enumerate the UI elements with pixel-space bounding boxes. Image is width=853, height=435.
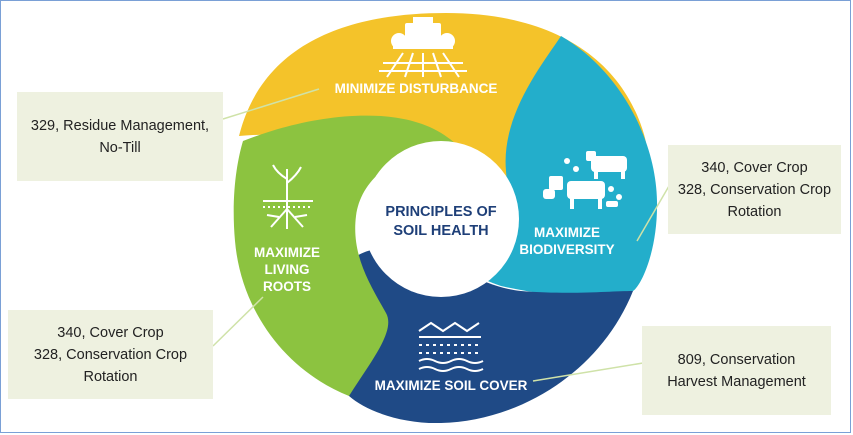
- callout-cover-crop-right: 340, Cover Crop 328, Conservation Crop R…: [668, 145, 841, 234]
- connector-cover-right: [636, 185, 670, 242]
- center-title-line1: PRINCIPLES OF: [385, 204, 496, 220]
- callout-text: Rotation: [727, 203, 782, 220]
- callout-text: 328, Conservation Crop: [33, 346, 188, 363]
- center-hub: [363, 141, 519, 297]
- callout-residue-management: 329, Residue Management, No-Till: [17, 92, 223, 181]
- callout-text: Harvest Management: [667, 373, 806, 390]
- segment-label-roots-1: MAXIMIZE: [254, 245, 320, 260]
- callout-text: No-Till: [99, 139, 141, 156]
- segment-maximize-living-roots: [233, 115, 456, 397]
- connector-harvest: [532, 362, 644, 382]
- segment-label-disturbance: MINIMIZE DISTURBANCE: [335, 81, 498, 96]
- callout-cover-crop-left: 340, Cover Crop 328, Conservation Crop R…: [8, 310, 213, 399]
- callout-text: Rotation: [83, 368, 138, 385]
- soil-cover-icon: [418, 321, 484, 372]
- segment-label-roots-3: ROOTS: [263, 279, 311, 294]
- segment-label-roots-2: LIVING: [264, 262, 309, 277]
- segment-label-biodiversity-1: MAXIMIZE: [534, 225, 600, 240]
- callout-text: 340, Cover Crop: [701, 159, 808, 176]
- center-title-line2: SOIL HEALTH: [393, 223, 488, 239]
- callout-text: 340, Cover Crop: [57, 324, 164, 341]
- callout-harvest-management: 809, Conservation Harvest Management: [642, 326, 831, 415]
- segment-label-biodiversity-2: BIODIVERSITY: [519, 242, 614, 257]
- connector-residue: [222, 88, 320, 120]
- tractor-icon: [379, 17, 467, 78]
- segment-maximize-soil-cover: [336, 246, 633, 424]
- segment-label-soil-cover: MAXIMIZE SOIL COVER: [375, 378, 528, 393]
- callout-text: 329, Residue Management,: [30, 117, 210, 134]
- callout-text: 328, Conservation Crop: [677, 181, 832, 198]
- plant-roots-icon: [263, 164, 313, 229]
- connector-cover-left: [212, 296, 264, 347]
- callout-text: 809, Conservation: [677, 351, 796, 368]
- livestock-icon: [543, 151, 627, 209]
